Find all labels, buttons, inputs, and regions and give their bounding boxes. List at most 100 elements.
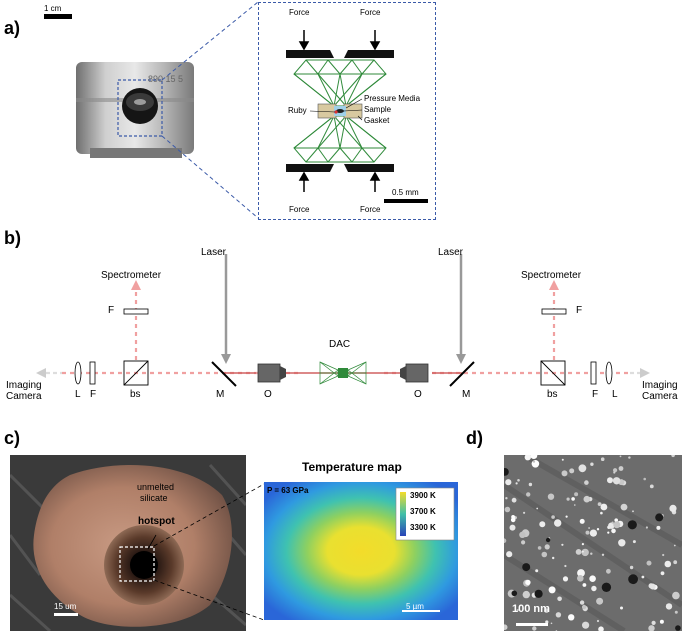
nanoparticle: [613, 521, 621, 529]
nanoparticle: [577, 575, 584, 582]
nanoparticle: [561, 458, 564, 461]
nanoparticle: [568, 614, 575, 621]
nanoparticle: [628, 456, 631, 459]
nanoparticle: [585, 530, 590, 535]
bs-label-right: bs: [547, 389, 558, 400]
nanoparticle: [656, 525, 661, 530]
dac-cell-photo: 890 15 5: [76, 62, 194, 158]
dark-pit: [504, 468, 509, 476]
dark-pit: [675, 625, 681, 631]
nanoparticle: [577, 569, 585, 577]
nanoparticle: [613, 471, 616, 474]
nanoparticle: [612, 477, 621, 485]
nanoparticle: [582, 621, 590, 629]
spectrometer-label-right: Spectrometer: [521, 270, 582, 281]
nanoparticle: [620, 606, 623, 610]
ruby-label: Ruby: [288, 106, 307, 115]
nanoparticle: [645, 526, 648, 529]
imaging-camera-left-2: Camera: [6, 391, 42, 402]
nanoparticle: [517, 479, 520, 482]
legend-3900: 3900 K: [410, 491, 436, 500]
force-label-top-left: Force: [289, 8, 310, 17]
nanoparticle: [607, 477, 613, 484]
hotspot-label: hotspot: [138, 516, 175, 527]
lens-label-left: L: [75, 389, 81, 400]
filter-label-left: F: [90, 389, 97, 400]
nanoparticle: [672, 591, 680, 600]
nanoparticle: [532, 626, 537, 631]
nanoparticle: [535, 569, 539, 573]
imaging-camera-right-1: Imaging: [642, 380, 678, 391]
nanoparticle: [579, 518, 585, 524]
nanoparticle: [620, 503, 628, 511]
nanoparticle: [564, 564, 567, 568]
nanoparticle: [506, 551, 513, 558]
dark-pit: [628, 574, 638, 585]
nanoparticle: [574, 504, 576, 506]
nanoparticle: [662, 553, 665, 557]
nanoparticle: [574, 492, 579, 497]
imaging-camera-right-2: Camera: [642, 391, 678, 402]
nanoparticle: [611, 528, 616, 534]
temperature-map: [264, 482, 458, 620]
lens-label-right: L: [612, 389, 618, 400]
nanoparticle: [632, 540, 636, 544]
mirror-label-right: M: [462, 389, 471, 400]
nanoparticle: [557, 596, 562, 602]
bs-label-left: bs: [130, 389, 141, 400]
nanoparticle: [505, 479, 512, 486]
legend-3300: 3300 K: [410, 523, 436, 532]
dark-pit: [522, 563, 531, 572]
nanoparticle: [525, 579, 531, 586]
nanoparticle: [618, 539, 626, 547]
objective-label-right: O: [414, 389, 422, 400]
nanoparticle: [554, 519, 562, 527]
nanoparticle-micrograph: [504, 455, 682, 631]
scale-bar-label: 1 cm: [44, 4, 62, 13]
nanoparticle: [649, 583, 656, 590]
dark-pit: [601, 582, 612, 592]
nanoparticle: [551, 515, 555, 519]
sem-scale-label: 100 nm: [512, 603, 550, 615]
nanoparticle: [643, 477, 646, 481]
nanoparticle: [562, 576, 569, 582]
diamond-anvil-schematic: [286, 30, 428, 203]
inset-connector-lines: [161, 1, 259, 219]
nanoparticle: [600, 511, 603, 515]
nanoparticle: [659, 619, 664, 624]
nanoparticle: [660, 571, 665, 576]
laser-label-left: Laser: [201, 247, 227, 258]
nanoparticle: [555, 630, 558, 631]
nanoparticle: [611, 521, 614, 524]
nanoparticle: [582, 583, 587, 587]
nanoparticle: [664, 560, 672, 568]
nanoparticle: [552, 556, 555, 560]
nanoparticle: [522, 590, 530, 599]
nanoparticle: [523, 511, 526, 514]
nanoparticle: [584, 480, 589, 485]
nanoparticle: [665, 603, 673, 610]
nanoparticle: [607, 531, 610, 534]
panel-label-d: d): [466, 428, 483, 448]
nanoparticle: [537, 546, 542, 550]
nanoparticle: [583, 495, 591, 503]
nanoparticle: [581, 548, 589, 557]
nanoparticle: [544, 608, 549, 613]
nanoparticle: [571, 497, 575, 501]
nanoparticle: [596, 528, 600, 531]
pressure-label: P = 63 GPa: [267, 486, 309, 495]
nanoparticle: [539, 521, 546, 528]
nanoparticle: [528, 482, 533, 487]
nanoparticle: [511, 515, 515, 519]
dark-pit: [655, 513, 664, 522]
nanoparticle: [545, 620, 549, 624]
filter-label-right: F: [592, 389, 599, 400]
nanoparticle: [566, 497, 570, 501]
nanoparticle: [575, 549, 582, 555]
dark-pit: [534, 589, 543, 598]
nanoparticle: [649, 484, 654, 489]
nanoparticle: [674, 610, 678, 614]
nanoparticle: [536, 507, 539, 510]
nanoparticle: [531, 460, 540, 468]
filter-label-top-left: F: [108, 305, 115, 316]
